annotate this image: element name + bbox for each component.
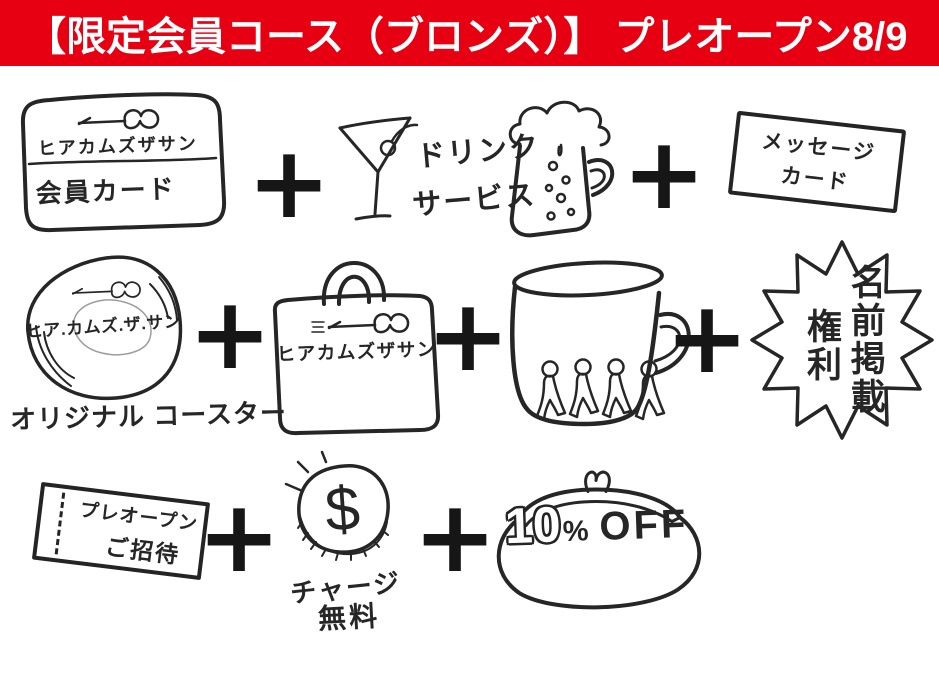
sparkle-icon <box>284 450 328 492</box>
plus-icon: + <box>247 124 331 241</box>
coaster-brand: ヒア.カムズ.ザ.サン <box>25 311 182 342</box>
guitar-doodle-icon <box>327 312 410 334</box>
plus-icon: + <box>622 115 706 232</box>
member-card-icon: ヒアカムズザサン 会員カード <box>20 92 227 233</box>
starburst-icon <box>750 240 934 440</box>
ticket-line2: ご招待 <box>104 532 182 568</box>
preopen-ticket: プレオープン ご招待 <box>16 480 226 600</box>
plus-icon: + <box>665 279 749 396</box>
plus-icon: + <box>197 478 281 595</box>
cherry-icon <box>379 139 397 157</box>
purse-clasp-icon <box>584 470 611 493</box>
name-listing-burst: 名前掲載 権利 <box>748 238 938 446</box>
plus-icon: + <box>426 277 510 394</box>
plus-icon: + <box>188 275 272 392</box>
guitar-doodle-icon <box>77 108 160 130</box>
coaster: ヒア.カムズ.ザ.サン <box>14 248 186 402</box>
martini-glass-icon <box>338 116 419 221</box>
walking-figures-mug <box>494 243 699 435</box>
message-card-line1: メッセージ <box>760 129 877 166</box>
discount-off: OFF <box>598 501 690 549</box>
name-listing-line1: 名前掲載 <box>845 264 885 416</box>
tote-bag-icon: ヒアカムズザサン <box>272 261 441 436</box>
plus-icon: + <box>413 478 497 595</box>
member-card: ヒアカムズザサン 会員カード <box>16 88 230 234</box>
ticket-line1: プレオープン <box>78 499 200 535</box>
purse-icon <box>496 470 702 610</box>
coin-icon: $ <box>284 450 390 561</box>
discount-label: 10 % OFF <box>481 490 714 578</box>
name-listing-label: 名前掲載 権利 <box>748 238 938 446</box>
discount-percent-sign: % <box>562 515 590 549</box>
dollar-sign: $ <box>323 474 362 545</box>
tote-bag-brand: ヒアカムズザサン <box>276 338 437 365</box>
member-card-label: 会員カード <box>35 174 176 209</box>
mug-icon <box>510 260 691 427</box>
martini-glass <box>334 106 429 226</box>
free-charge-line2: 無料 <box>317 600 381 635</box>
free-charge-coin: $ チャージ 無料 <box>264 450 422 635</box>
message-card-line2: カード <box>779 164 851 195</box>
discount-purse: 10 % OFF <box>482 452 712 620</box>
guitar-doodle-icon <box>72 281 141 299</box>
coaster-label: オリジナル コースター <box>9 397 288 435</box>
beer-mug <box>503 96 625 238</box>
message-card: メッセージ カード <box>718 110 918 222</box>
scribble <box>311 321 325 333</box>
coaster-icon: ヒア.カムズ.ザ.サン <box>25 255 183 401</box>
banner: 【限定会員コース（ブロンズ）】 プレオープン8/9 <box>0 0 939 66</box>
tote-bag: ヒアカムズザサン <box>262 234 446 436</box>
ticket-icon: プレオープン ご招待 <box>31 481 211 581</box>
name-listing-line2: 権利 <box>802 308 841 384</box>
member-card-brand: ヒアカムズザサン <box>37 132 198 159</box>
coin-edge-ticks <box>297 521 389 561</box>
discount-value: 10 <box>503 496 562 555</box>
ticket-perforation <box>54 492 66 555</box>
beer-mug-icon <box>508 100 615 238</box>
message-card-icon: メッセージ カード <box>727 110 907 214</box>
banner-title: 【限定会員コース（ブロンズ）】 プレオープン8/9 <box>26 15 908 59</box>
